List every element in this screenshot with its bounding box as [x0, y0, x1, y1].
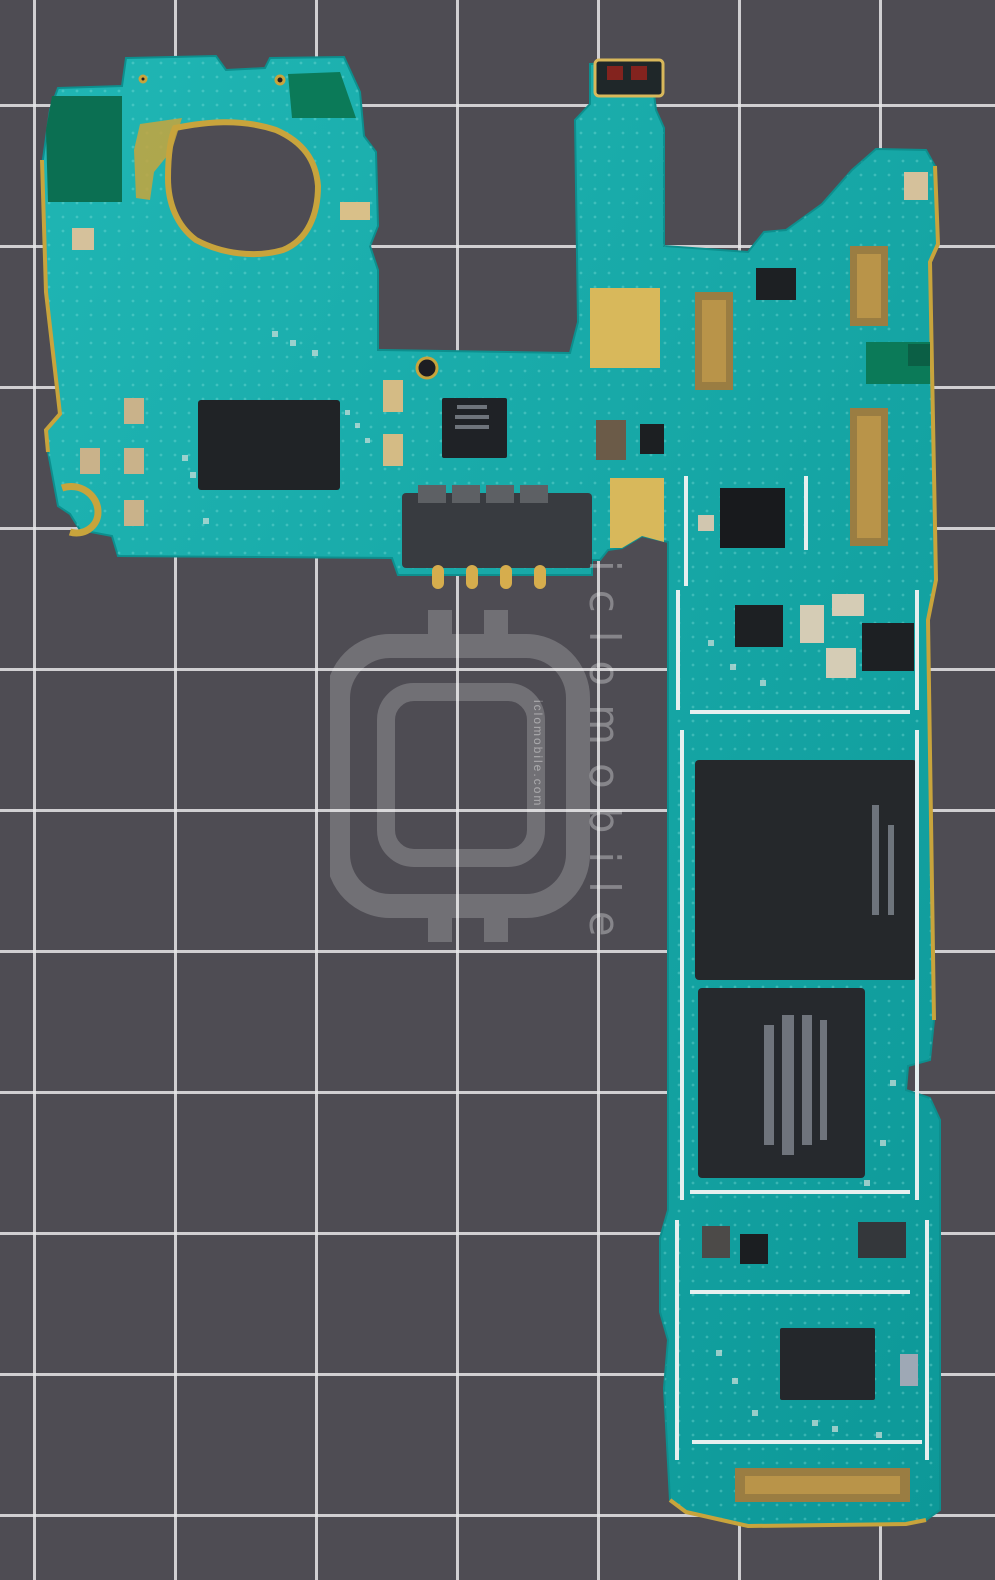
chip-small-b	[735, 605, 783, 647]
chip-rf	[780, 1328, 875, 1400]
proximity-sensor	[593, 58, 665, 98]
chip-storage	[698, 988, 865, 1178]
ground-pad-gold	[610, 478, 664, 548]
chip-main-soc	[695, 760, 917, 980]
test-holes	[138, 74, 439, 380]
antenna-pad-top-right	[288, 72, 356, 118]
white-solder-stripes	[675, 476, 929, 1460]
antenna-pad-left	[46, 96, 122, 202]
chip-pmic-left	[198, 400, 340, 490]
gold-edge-bottom	[668, 1498, 927, 1529]
camera-cutout	[164, 119, 322, 258]
board-connectors	[695, 246, 910, 1502]
small-components	[72, 172, 930, 1386]
gold-edge-left	[40, 159, 63, 453]
shield-pad-gold	[590, 288, 660, 368]
chip-small-d	[756, 268, 796, 300]
hook-cutout-left	[60, 483, 102, 537]
chip-small-a	[720, 488, 785, 548]
battery-connector	[402, 485, 592, 589]
chip-small-c	[862, 623, 914, 671]
chip-markings	[455, 405, 894, 1155]
component-scatter	[182, 331, 896, 1438]
gold-edge-right	[925, 165, 941, 1021]
chip-small-e	[858, 1222, 906, 1258]
